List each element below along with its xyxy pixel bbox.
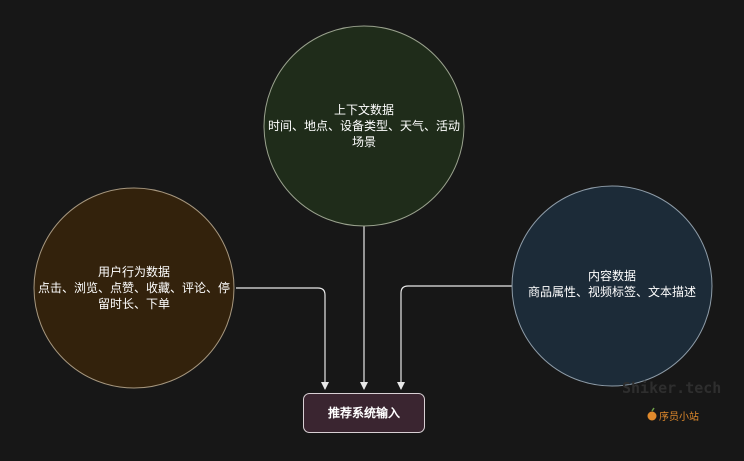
node-context-data[interactable]: 上下文数据 时间、地点、设备类型、天气、活动 场景 <box>263 25 465 227</box>
brand-label: 序员小站 <box>659 410 699 423</box>
node-recommendation-input[interactable]: 推荐系统输入 <box>303 393 425 433</box>
node-content-desc-line1: 商品属性、视频标签、文本描述 <box>528 284 696 299</box>
node-output-label: 推荐系统输入 <box>328 405 400 420</box>
node-context-desc-line1: 时间、地点、设备类型、天气、活动 <box>268 118 460 133</box>
brand-icon <box>647 411 657 421</box>
brand-logo: 序员小站 <box>647 407 699 423</box>
node-content-data[interactable]: 内容数据 商品属性、视频标签、文本描述 <box>511 185 713 387</box>
node-content-circle <box>511 185 713 387</box>
node-context-desc-line2: 场景 <box>352 135 376 149</box>
node-content-title: 内容数据 <box>588 268 636 283</box>
node-behavior-desc-line2: 留时长、下单 <box>98 297 170 311</box>
node-context-circle <box>263 25 465 227</box>
watermark-text: Shiker.tech <box>622 379 721 397</box>
node-behavior-desc-line1: 点击、浏览、点赞、收藏、评论、停 <box>38 280 230 295</box>
edge-behavior-to-output <box>236 287 329 390</box>
node-context-title: 上下文数据 <box>334 102 394 117</box>
node-user-behavior-data[interactable]: 用户行为数据 点击、浏览、点赞、收藏、评论、停 留时长、下单 <box>33 187 235 389</box>
node-behavior-title: 用户行为数据 <box>98 264 170 279</box>
node-output-box <box>303 393 425 433</box>
node-behavior-circle <box>33 187 235 389</box>
brand-icon-leaf <box>651 407 655 412</box>
edge-content-to-output <box>397 285 512 390</box>
